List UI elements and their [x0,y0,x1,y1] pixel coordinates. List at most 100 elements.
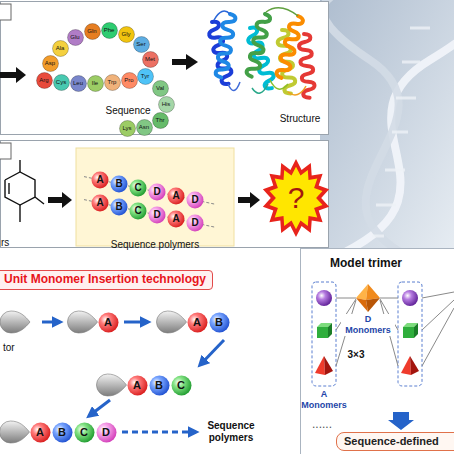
node-text: Phe [104,27,115,34]
ball-shape [130,180,147,197]
amino-acid-bead: Ile [87,75,104,92]
ball-shape [187,215,204,232]
monomer-ball: A [167,210,185,228]
group-caption: A Monomers [299,389,349,411]
cut-caption: rs [1,237,9,249]
label-holder: Structure [280,108,321,126]
node-text: Leu [73,80,83,87]
node-text: Unit Monomer Insertion technology [4,273,206,287]
amino-acid-bead: Trp [104,74,121,91]
node-text: B [115,201,122,213]
node-text: Gly [122,31,131,38]
panel-caption: Sequence polymers [111,239,199,251]
monomer-ball: B [149,375,170,396]
method-banner: Unit Monomer Insertion technology [0,270,213,290]
monomer-ball: A [167,187,185,205]
node-text: Val [156,85,164,92]
label-holder: rs [1,232,9,250]
monomer-ball: C [171,375,192,396]
monomer-ball: A [187,312,208,333]
ball-shape [30,422,50,442]
amino-acid-bead: Gly [118,26,135,43]
monomer-ball: D [186,191,204,209]
label-holder: 3×3 [346,344,367,362]
ball-shape [121,72,137,88]
node-text: Lys [122,125,131,132]
amino-acid-bead: Val [152,80,169,97]
node-text: B [115,178,122,190]
ball-shape [53,74,69,90]
monomer-ball: B [52,422,73,443]
ball-shape [52,422,72,442]
node-text: Ser [136,41,145,48]
ball-shape [133,36,149,52]
node-text: D [153,209,160,221]
node-text: Asp [45,60,55,67]
ball-shape [42,55,58,71]
ball-shape [127,375,147,395]
ball-shape [101,22,117,38]
node-text: D [102,426,110,439]
ball-shape [118,26,134,42]
result-box: Sequence-defined [336,432,454,451]
ball-shape [67,29,83,45]
node-text: Trp [108,79,117,86]
monomer-ball: C [129,179,147,197]
amino-acid-bead: Tyr [137,68,154,85]
monomer-ball: D [186,214,204,232]
ball-shape [158,96,174,112]
node-text: Sequence-defined [344,435,439,448]
monomer-ball: A [98,312,119,333]
ball-shape [111,176,128,193]
ball-shape [136,119,152,135]
monomer-ball: B [110,198,128,216]
question-burst: ? [262,159,330,237]
ball-shape [92,195,109,212]
monomer-ball: B [110,175,128,193]
node-text: C [80,426,88,439]
ball-shape [36,72,52,88]
group-caption: D Monomers [341,314,395,336]
node-text: D [191,217,198,229]
ball-shape [74,422,94,442]
node-text: C [134,205,141,217]
node-text: Tyr [141,73,149,80]
amino-acid-bead: Ser [133,36,150,53]
ball-shape [98,312,118,332]
ball-shape [152,80,168,96]
amino-acid-bead: Arg [36,72,53,89]
node-text: A [96,197,103,209]
node-text: A [193,316,201,329]
node-text: ? [288,181,305,216]
amino-acid-bead: Asn [136,119,153,136]
label-holder: A Monomers [299,389,349,411]
ball-shape [168,188,185,205]
node-text: A [104,316,112,329]
node-text: B [58,426,66,439]
monomer-ball: D [96,422,117,443]
label-holder: Model trimer [330,253,402,271]
amino-acid-bead: Cys [53,74,70,91]
node-text: Ile [92,80,98,87]
node-text: Met [145,56,155,63]
node-text: A [172,190,179,202]
node-text: Glu [70,34,79,41]
burst-shape [263,159,329,237]
amino-acid-bead: Lys [119,120,136,137]
ball-shape [70,75,86,91]
node-text: Gln [87,28,96,35]
label-holder: ...... [312,414,332,432]
node-text: Arg [39,77,48,84]
ball-shape [149,184,166,201]
monomer-ball: C [74,422,95,443]
node-text: His [162,101,171,108]
monomer-ball: A [91,171,109,189]
ball-shape [87,75,103,91]
ball-shape [96,422,116,442]
amino-acid-bead: Leu [70,75,87,92]
ball-shape [171,375,191,395]
monomer-ball: D [148,183,166,201]
node-text: Pro [124,77,133,84]
